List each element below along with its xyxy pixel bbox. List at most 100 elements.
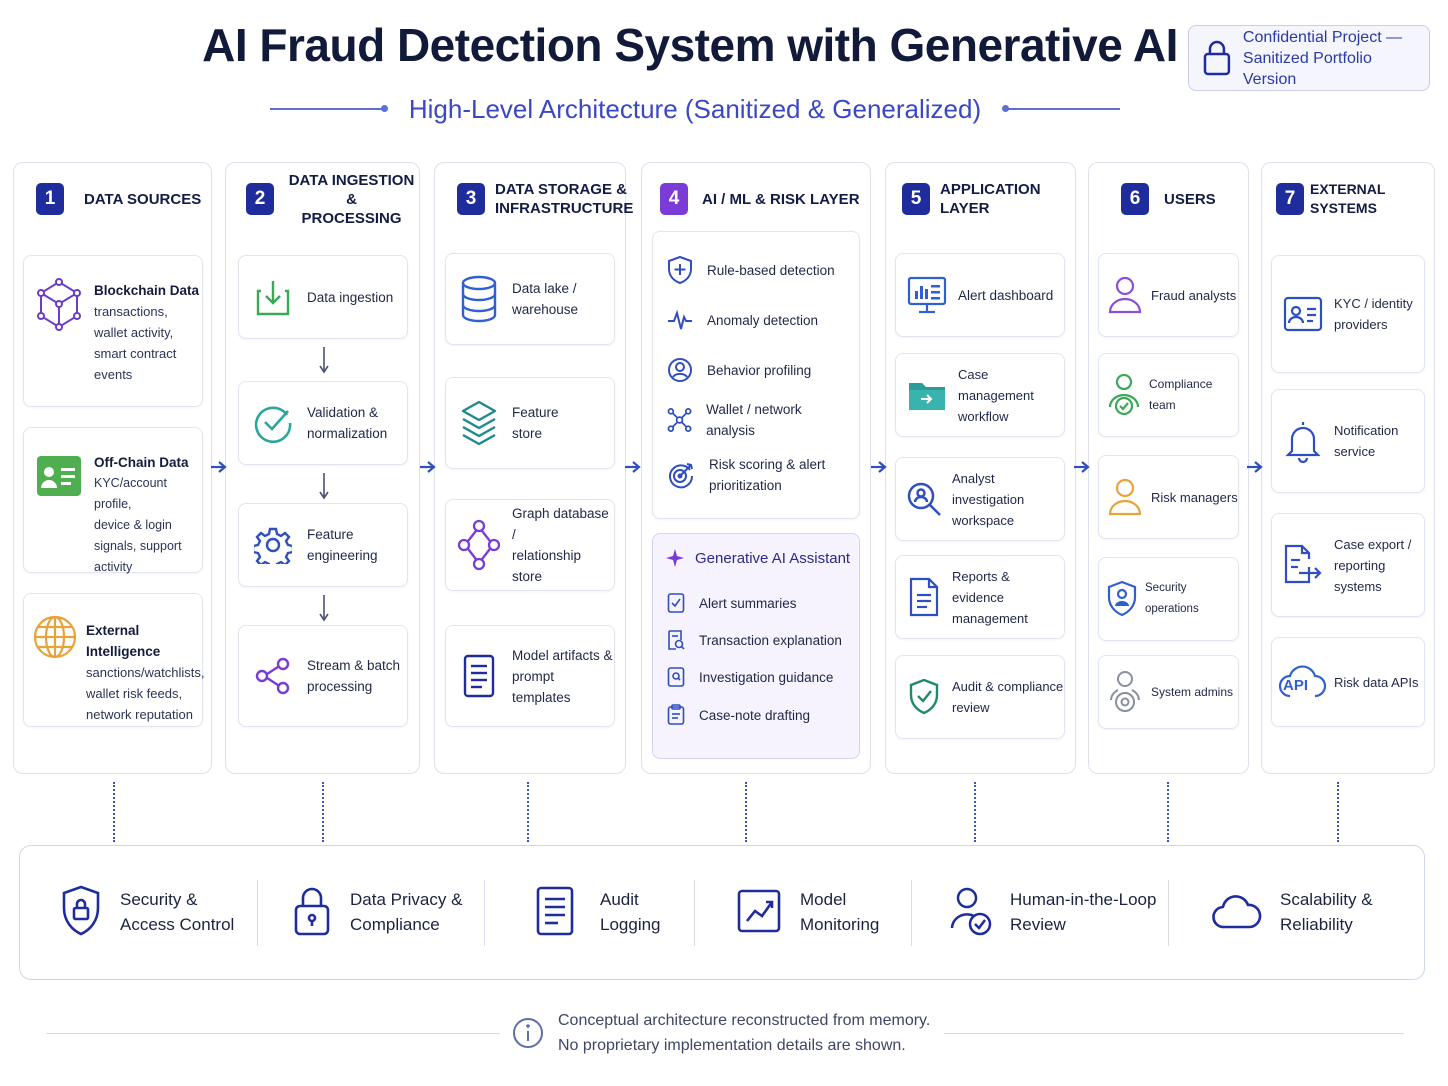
gen-ai-item-label: Investigation guidance (699, 669, 834, 685)
concern-model-monitoring[interactable]: Model Monitoring (736, 876, 879, 948)
card-label: normalization (307, 426, 388, 441)
step-number: 7 (1276, 183, 1304, 215)
arrow-right-icon (420, 461, 436, 473)
step-number: 2 (246, 183, 274, 215)
dotted-connector (527, 782, 529, 842)
card-analyst-workspace[interactable]: Analyst investigation workspace (895, 457, 1065, 541)
card-kyc-providers[interactable]: KYC / identity providers (1271, 255, 1425, 373)
card-validation[interactable]: Validation & normalization (238, 381, 408, 465)
padlock-icon (294, 887, 330, 936)
concern-label: Data Privacy & (350, 890, 463, 909)
card-label: Audit & compliance (952, 679, 1064, 694)
api-text: API (1283, 677, 1309, 694)
card-label: Stream & batch (307, 658, 401, 673)
concern-label: Logging (600, 915, 661, 934)
card-label: Reports & evidence (952, 568, 1010, 605)
gen-ai-item[interactable]: Case-note drafting (667, 700, 810, 730)
target-icon (669, 463, 694, 489)
card-reports-evidence[interactable]: Reports & evidence management (895, 555, 1065, 639)
cube-network-icon (24, 276, 94, 336)
card-case-export[interactable]: Case export / reporting systems (1271, 513, 1425, 617)
card-label: Graph database / (512, 506, 609, 542)
column-ai-ml-risk: 4 AI / ML & RISK LAYER Rule-based detect… (641, 162, 871, 774)
dotted-connector (1337, 782, 1339, 842)
card-label: Compliance team (1149, 377, 1213, 412)
column-title: PROCESSING (301, 209, 402, 227)
user-green-icon (1099, 373, 1149, 417)
card-desc-line: sanctions/watchlists, (86, 665, 205, 680)
concern-label: Compliance (350, 915, 440, 934)
card-stream-batch[interactable]: Stream & batch processing (238, 625, 408, 727)
card-label: Validation & (307, 405, 379, 420)
cloud-icon (1212, 895, 1262, 929)
card-security-operations[interactable]: Security operations (1098, 557, 1239, 641)
arrow-right-icon (625, 461, 641, 473)
card-risk-managers[interactable]: Risk managers (1098, 455, 1239, 539)
card-case-management[interactable]: Case management workflow (895, 353, 1065, 437)
gen-ai-item-label: Alert summaries (699, 595, 797, 611)
concern-audit-logging[interactable]: Audit Logging (534, 876, 661, 948)
folder-icon (896, 377, 958, 413)
bell-icon (1272, 419, 1334, 463)
card-label: workspace (952, 512, 1015, 528)
card-compliance-team[interactable]: Compliance team (1098, 353, 1239, 437)
gen-ai-title: Generative AI Assistant (695, 549, 851, 567)
card-desc-line: wallet risk feeds, (86, 686, 183, 701)
card-external-intelligence[interactable]: External Intelligence sanctions/watchlis… (23, 593, 205, 727)
pulse-icon (668, 309, 692, 330)
card-label: providers (1334, 317, 1388, 332)
user-circle-icon (668, 358, 692, 382)
step-number: 4 (660, 183, 688, 215)
ai-item-risk-scoring[interactable]: Risk scoring & alert prioritization (667, 450, 849, 500)
concern-label: Human-in-the-Loop (1010, 890, 1157, 909)
export-icon (1272, 543, 1334, 587)
gen-ai-item[interactable]: Transaction explanation (667, 625, 842, 655)
dotted-connector (745, 782, 747, 842)
ai-item-rule-based[interactable]: Rule-based detection (667, 250, 849, 290)
card-off-chain-data[interactable]: Off-Chain Data KYC/account profile, devi… (23, 427, 203, 574)
cloud-api-icon: API (1272, 664, 1334, 700)
concern-scalability[interactable]: Scalability & Reliability (1212, 876, 1373, 948)
card-fraud-analysts[interactable]: Fraud analysts (1098, 253, 1239, 337)
card-label: store (512, 426, 543, 441)
card-data-lake[interactable]: Data lake / warehouse (445, 253, 615, 345)
card-blockchain-data[interactable]: Blockchain Data transactions, wallet act… (23, 255, 203, 407)
footer-line-1: Conceptual architecture reconstructed fr… (558, 1012, 931, 1029)
card-data-ingestion[interactable]: Data ingestion (238, 255, 408, 339)
card-feature-engineering[interactable]: Feature engineering (238, 503, 408, 587)
column-title: DATA STORAGE & (495, 181, 627, 198)
card-audit-compliance[interactable]: Audit & compliance review (895, 655, 1065, 739)
card-graph-database[interactable]: Graph database / relationship store (445, 499, 615, 591)
concern-data-privacy[interactable]: Data Privacy & Compliance (292, 876, 462, 948)
column-title: INFRASTRUCTURE (495, 200, 634, 217)
id-badge-icon (1272, 294, 1334, 334)
arrow-right-icon (1247, 461, 1263, 473)
card-notification-service[interactable]: Notification service (1271, 389, 1425, 493)
arrow-right-icon (1074, 461, 1090, 473)
column-title: DATA SOURCES (84, 190, 202, 208)
ai-item-label: prioritization (709, 478, 782, 493)
ai-item-behavior[interactable]: Behavior profiling (667, 350, 849, 390)
step-number: 6 (1121, 183, 1149, 215)
card-risk-data-apis[interactable]: API Risk data APIs (1271, 637, 1425, 727)
concern-label: Audit (600, 890, 639, 909)
card-alert-dashboard[interactable]: Alert dashboard (895, 253, 1065, 337)
layers-icon (446, 399, 512, 447)
concern-security-access[interactable]: Security & Access Control (60, 876, 234, 948)
divider (257, 880, 258, 946)
ai-item-anomaly[interactable]: Anomaly detection (667, 300, 849, 340)
card-model-artifacts[interactable]: Model artifacts & prompt templates (445, 625, 615, 727)
concern-human-in-the-loop[interactable]: Human-in-the-Loop Review (950, 876, 1156, 948)
gen-ai-item[interactable]: Investigation guidance (667, 662, 833, 692)
concern-label: Scalability & (1280, 890, 1373, 909)
page-title: AI Fraud Detection System with Generativ… (202, 19, 1178, 71)
card-feature-store[interactable]: Feature store (445, 377, 615, 469)
gen-ai-item[interactable]: Alert summaries (667, 588, 797, 618)
card-system-admins[interactable]: System admins (1098, 655, 1239, 729)
magnifier-icon (896, 480, 952, 518)
badge-line-1: Confidential Project — (1242, 28, 1403, 46)
lock-icon (1203, 40, 1231, 76)
dotted-connector (974, 782, 976, 842)
user-purple-icon (1099, 275, 1151, 315)
ai-item-wallet-network[interactable]: Wallet / network analysis (667, 400, 849, 440)
